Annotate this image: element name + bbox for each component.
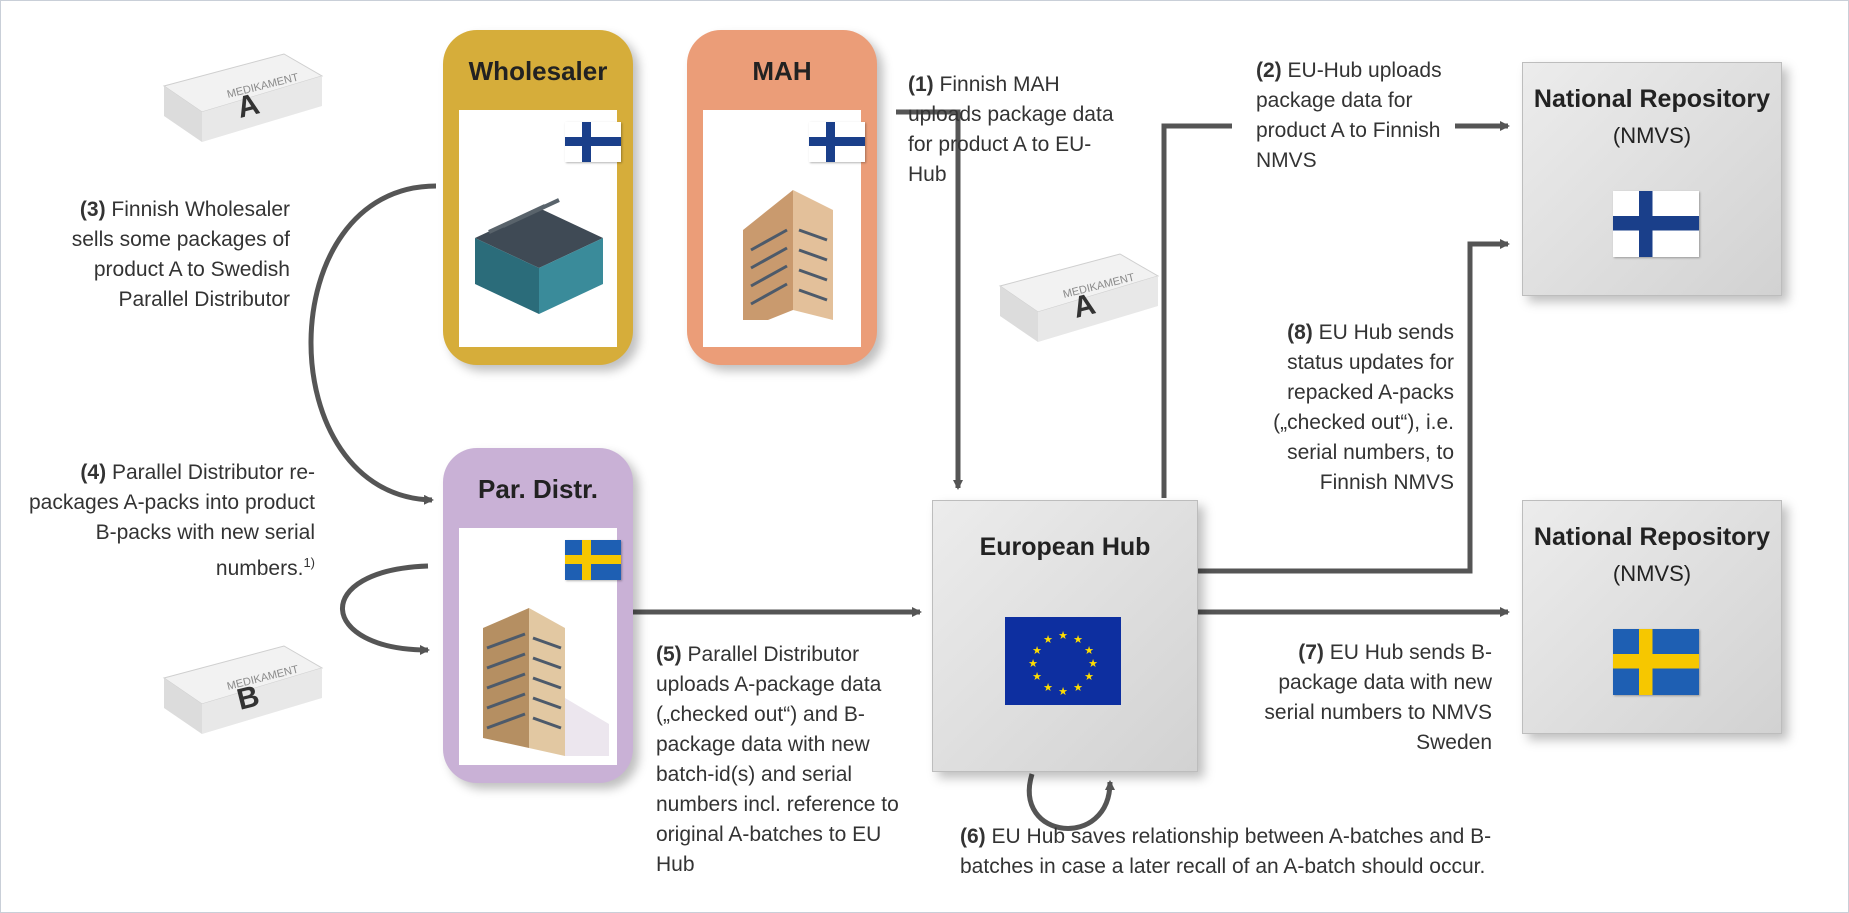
mah-title: MAH <box>752 56 812 86</box>
arrow-wholesaler-to-pardistr <box>308 183 437 505</box>
mah-card[interactable]: MAH <box>687 30 877 365</box>
arrow-hub-to-fi-nmvs <box>1161 123 1232 498</box>
repository-title: National Repository <box>1533 523 1771 551</box>
svg-text:★: ★ <box>1032 644 1042 657</box>
step-1-label: (1) Finnish MAH uploads package data for… <box>908 70 1128 190</box>
step-text: Finnish MAH uploads package data for pro… <box>908 73 1114 186</box>
repository-title: National Repository <box>1533 85 1771 113</box>
eu-flag-icon: ★★★ ★★★ ★★★ ★★★ <box>1005 617 1121 705</box>
wholesaler-card[interactable]: Wholesaler <box>443 30 633 365</box>
par-distr-title: Par. Distr. <box>478 474 598 504</box>
svg-text:★: ★ <box>1043 681 1053 694</box>
step-text: Finnish Wholesaler sells some packages o… <box>71 198 290 311</box>
svg-text:★: ★ <box>1028 657 1038 670</box>
arrow-repack-loop <box>340 563 430 655</box>
arrow-mah-to-hub <box>896 109 963 490</box>
step-2-label: (2) EU-Hub uploads package data for prod… <box>1256 56 1456 176</box>
arrow-hub-status-to-fi-nmvs <box>1198 239 1510 574</box>
apartment-building-icon <box>483 608 609 756</box>
step-text: EU Hub sends status updates for repacked… <box>1273 321 1454 494</box>
national-repository-finland[interactable]: National Repository (NMVS) <box>1522 62 1782 296</box>
svg-text:★: ★ <box>1073 633 1083 646</box>
step-4-label: (4) Parallel Distributor re-packages A-p… <box>10 458 315 584</box>
par-distr-panel <box>459 528 621 765</box>
hub-title: European Hub <box>979 533 1151 561</box>
par-distr-card[interactable]: Par. Distr. <box>443 448 633 783</box>
national-repository-sweden[interactable]: National Repository (NMVS) <box>1522 500 1782 734</box>
step-text: EU Hub saves relationship between A-batc… <box>960 825 1492 878</box>
sweden-flag-icon <box>565 540 621 580</box>
step-number: (6) <box>960 825 986 848</box>
step-5-label: (5) Parallel Distributor uploads A-packa… <box>656 640 906 880</box>
sweden-flag-icon <box>1613 629 1699 695</box>
step-number: (4) <box>80 461 107 484</box>
finland-flag-icon <box>565 122 621 162</box>
finland-flag-icon <box>809 122 865 162</box>
wholesaler-panel <box>459 110 621 347</box>
step-text: Parallel Distributor uploads A-package d… <box>656 643 899 876</box>
svg-text:★: ★ <box>1073 681 1083 694</box>
step-6-label: (6) EU Hub saves relationship between A-… <box>960 822 1520 882</box>
svg-text:★: ★ <box>1084 644 1094 657</box>
eu-stars: ★★★ ★★★ ★★★ ★★★ <box>1028 629 1098 698</box>
svg-text:★: ★ <box>1084 670 1094 683</box>
step-7-label: (7) EU Hub sends B-package data with new… <box>1240 638 1492 758</box>
step-number: (5) <box>656 643 682 666</box>
arrow-hub-save-loop <box>1027 773 1115 831</box>
step-number: (3) <box>79 198 106 221</box>
european-hub[interactable]: European Hub ★★★ ★★★ ★★★ ★★★ <box>932 500 1198 772</box>
repository-subtitle: (NMVS) <box>1612 123 1692 148</box>
step-8-label: (8) EU Hub sends status updates for repa… <box>1240 318 1454 498</box>
step-number: (1) <box>908 73 934 96</box>
medicine-pack-b-icon: MEDIKAMENT B <box>154 638 324 738</box>
svg-text:★: ★ <box>1088 657 1098 670</box>
step-number: (8) <box>1287 321 1313 344</box>
step-3-label: (3) Finnish Wholesaler sells some packag… <box>40 195 290 315</box>
mah-panel <box>703 110 865 347</box>
step-number: (2) <box>1256 59 1282 82</box>
warehouse-icon <box>475 198 603 314</box>
footnote-marker: 1) <box>303 555 315 570</box>
finland-flag-icon <box>1613 191 1699 257</box>
svg-text:★: ★ <box>1058 629 1068 642</box>
step-text: EU Hub sends B-package data with new ser… <box>1264 641 1492 754</box>
medicine-pack-a-icon: MEDIKAMENT A <box>154 46 324 146</box>
step-text: EU-Hub uploads package data for product … <box>1256 59 1442 172</box>
svg-text:★: ★ <box>1043 633 1053 646</box>
step-number: (7) <box>1298 641 1324 664</box>
repository-subtitle: (NMVS) <box>1612 561 1692 586</box>
step-text: Parallel Distributor re-packages A-packs… <box>28 461 315 580</box>
wholesaler-title: Wholesaler <box>468 56 608 86</box>
svg-text:★: ★ <box>1032 670 1042 683</box>
medicine-pack-a-icon: MEDIKAMENT A <box>990 246 1160 346</box>
office-building-icon <box>743 190 833 320</box>
svg-text:★: ★ <box>1058 685 1068 698</box>
